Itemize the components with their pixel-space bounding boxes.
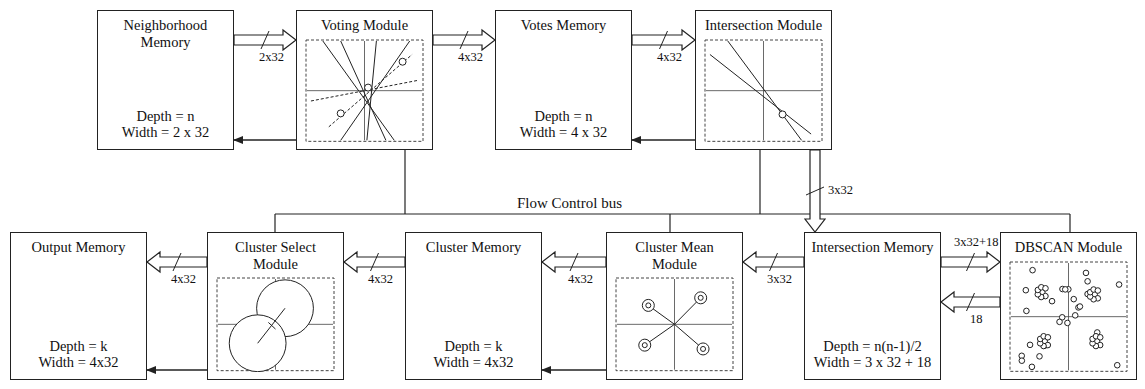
block-spec: Depth = n bbox=[534, 108, 592, 125]
data-bus-arrow bbox=[941, 252, 1000, 272]
bus-label: Flow Control bus bbox=[514, 195, 625, 212]
block-spec: Width = 3 x 32 + 18 bbox=[814, 354, 931, 371]
control-arrow bbox=[632, 140, 695, 141]
block-spec: Width = 4 x 32 bbox=[520, 124, 607, 141]
data-bus-arrow bbox=[344, 252, 405, 272]
data-bus-arrow bbox=[632, 30, 695, 50]
data-bus-arrow bbox=[542, 252, 606, 272]
data-bus-arrow bbox=[743, 252, 804, 272]
bus-width-label: 4x32 bbox=[367, 273, 394, 287]
block-title: Voting Module bbox=[321, 17, 408, 34]
memory-block: Votes MemoryDepth = nWidth = 4 x 32 bbox=[495, 10, 632, 150]
data-bus-arrow bbox=[147, 252, 207, 272]
block-spec: Depth = n(n-1)/2 bbox=[823, 338, 921, 355]
block-spec: Depth = n bbox=[136, 108, 194, 125]
module-illustration bbox=[305, 39, 424, 142]
control-arrow bbox=[234, 140, 296, 141]
module-illustration bbox=[1009, 261, 1128, 372]
memory-block: Output MemoryDepth = kWidth = 4x32 bbox=[10, 232, 147, 380]
memory-block: Cluster MemoryDepth = kWidth = 4x32 bbox=[405, 232, 542, 380]
memory-block: Intersection MemoryDepth = n(n-1)/2Width… bbox=[804, 232, 941, 380]
block-title: DBSCAN Module bbox=[1015, 239, 1123, 256]
data-bus-arrow bbox=[433, 30, 495, 50]
data-bus-arrow bbox=[805, 150, 825, 232]
block-title: Cluster Select Module bbox=[214, 239, 337, 272]
flow-control-bus bbox=[275, 150, 1070, 232]
bus-width-label: 4x32 bbox=[567, 273, 594, 287]
control-arrow bbox=[147, 370, 207, 371]
bus-width-label: 4x32 bbox=[656, 51, 683, 65]
block-title: Output Memory bbox=[32, 239, 126, 256]
module-illustration bbox=[216, 277, 335, 372]
block-title: Neighborhood Memory bbox=[104, 17, 227, 50]
control-arrow bbox=[542, 370, 606, 371]
bus-width-label: 3x32 bbox=[827, 184, 854, 198]
block-title: Intersection Module bbox=[705, 17, 822, 34]
block-spec: Depth = k bbox=[444, 338, 502, 355]
block-spec: Width = 4x32 bbox=[433, 354, 513, 371]
bus-width-label: 3x32 bbox=[766, 273, 793, 287]
module-block: Intersection Module bbox=[695, 10, 832, 150]
block-spec: Width = 4x32 bbox=[38, 354, 118, 371]
module-block: Cluster Select Module bbox=[207, 232, 344, 380]
data-bus-arrow bbox=[234, 30, 296, 50]
bus-width-label: 2x32 bbox=[258, 51, 285, 65]
bus-width-label: 3x32+18 bbox=[953, 236, 1000, 250]
block-title: Votes Memory bbox=[521, 17, 607, 34]
module-block: DBSCAN Module bbox=[1000, 232, 1137, 380]
module-illustration bbox=[704, 39, 823, 142]
block-title: Cluster Mean Module bbox=[613, 239, 736, 272]
data-bus-arrow bbox=[941, 292, 1000, 312]
block-title: Intersection Memory bbox=[811, 239, 933, 256]
bus-width-label: 18 bbox=[969, 313, 984, 327]
block-title: Cluster Memory bbox=[426, 239, 521, 256]
bus-width-label: 4x32 bbox=[170, 273, 197, 287]
bus-width-label: 4x32 bbox=[457, 51, 484, 65]
memory-block: Neighborhood MemoryDepth = nWidth = 2 x … bbox=[97, 10, 234, 150]
module-illustration bbox=[615, 277, 734, 372]
block-spec: Width = 2 x 32 bbox=[122, 124, 209, 141]
block-spec: Depth = k bbox=[49, 338, 107, 355]
module-block: Cluster Mean Module bbox=[606, 232, 743, 380]
module-block: Voting Module bbox=[296, 10, 433, 150]
